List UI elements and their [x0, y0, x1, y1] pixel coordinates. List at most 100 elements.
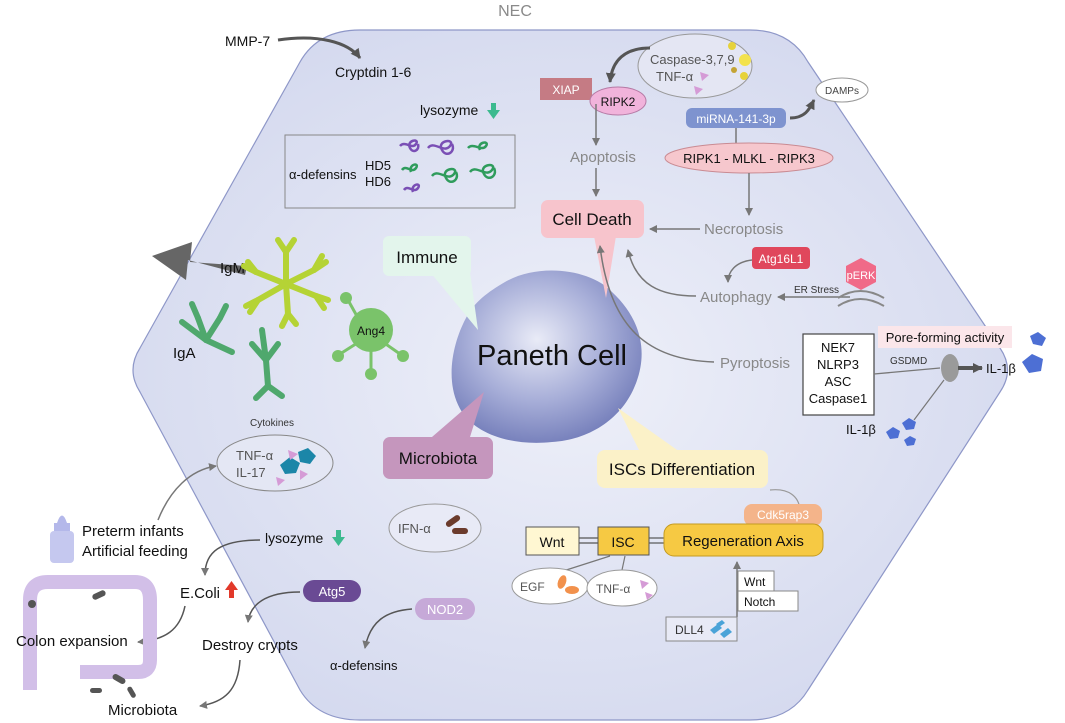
mmp7-label: MMP-7: [225, 33, 270, 49]
cytokine-tnf-label: TNF-α: [236, 448, 274, 463]
mmp7-arrow: [277, 36, 362, 59]
wnt-label: Wnt: [540, 534, 565, 550]
big-secretion-arrow: [152, 242, 247, 280]
lysozyme-bottom-down-arrow: [332, 530, 345, 546]
perk-icon: [837, 258, 885, 307]
mirna-bar: [686, 108, 786, 128]
iga-label: IgA: [173, 345, 196, 362]
lysozyme-down-arrow: [487, 103, 500, 119]
xiap-box: [540, 78, 592, 100]
microbiota-bubble: Microbiota: [383, 392, 493, 479]
tnf-isc-label: TNF-α: [596, 582, 630, 596]
nek7-label: NEK7: [821, 340, 855, 355]
pyroptosis-to-death-arrow: [596, 245, 715, 363]
nlrp3-label: NLRP3: [817, 357, 859, 372]
necroptosis-label: Necroptosis: [704, 221, 783, 238]
notch-signal-box: [737, 590, 799, 612]
ripk2-label: RIPK2: [601, 95, 636, 109]
lysozyme-bottom-label: lysozyme: [265, 530, 324, 546]
pore-forming-box: [878, 326, 1012, 348]
nod2-pill: [415, 598, 475, 620]
atg5-to-destroy-arrow: [244, 591, 301, 623]
ecoli-up-arrow: [225, 581, 238, 598]
cell-death-label: Cell Death: [552, 210, 631, 229]
immune-bubble: Immune: [383, 236, 478, 330]
caspase-to-ripk2-arrow: [605, 46, 651, 83]
damps-label: DAMPs: [825, 86, 859, 97]
iga-icon: [179, 301, 285, 401]
iscs-bubble: ISCs Differentiation: [597, 408, 768, 488]
hd5-label: HD5: [365, 158, 391, 173]
tnf-isc-icon: [640, 580, 653, 600]
caspase-ellipse: [637, 33, 753, 99]
microbiota-bubble-label: Microbiota: [399, 449, 478, 468]
pyroptosis-label: Pyroptosis: [720, 355, 790, 372]
egf-label: EGF: [520, 580, 545, 594]
baby-bottle-icon: [50, 515, 74, 563]
cdk5rap3-label: Cdk5rap3: [757, 508, 809, 522]
damps-ellipse: [815, 77, 869, 103]
destroy-to-microbiota-arrow: [199, 659, 241, 709]
autophagy-to-death-arrow: [625, 249, 697, 297]
isc-to-tnf-line: [621, 555, 626, 571]
ifn-label: IFN-α: [398, 521, 431, 536]
caspase-tnf-label: TNF-α: [656, 69, 694, 84]
mirna-to-damps-arrow: [789, 99, 816, 120]
cytokine-il17-label: IL-17: [236, 465, 266, 480]
nod2-label: NOD2: [427, 602, 463, 617]
cytokine-molecules-icon: [276, 448, 316, 486]
atg16l1-label: Atg16L1: [759, 252, 804, 266]
il1b-bottom-icon: [886, 418, 916, 446]
ifn-bacteria-icon: [445, 515, 468, 534]
igm-icon: [241, 237, 331, 329]
egf-icon: [557, 575, 579, 594]
gsdmd-line: [873, 367, 941, 375]
wnt-box: [525, 526, 580, 556]
isc-box: [597, 526, 650, 556]
caspase-molecules-icon: [694, 42, 751, 95]
ecoli-label: E.Coli: [180, 585, 220, 602]
nod2-to-defensins-arrow: [362, 608, 413, 649]
preterm-label: Preterm infants: [82, 523, 184, 540]
il1b-right-icon: [1022, 332, 1046, 373]
caspase-label: Caspase-3,7,9: [650, 52, 735, 67]
atg16l1-to-autophagy-arrow: [724, 259, 753, 283]
paneth-cell: [451, 270, 642, 443]
cytokines-label: Cytokines: [250, 418, 294, 429]
autophagy-label: Autophagy: [700, 289, 772, 306]
ripk-chain-label: RIPK1 - MLKL - RIPK3: [683, 151, 815, 166]
mirna-label: miRNA-141-3p: [696, 112, 776, 126]
defensins-label: α-defensins: [289, 167, 357, 182]
il1b-bottom-label: IL-1β: [846, 422, 876, 437]
ripk2-pill: [589, 86, 647, 116]
cdk5rap3-pill: [744, 504, 822, 526]
defensin-proteins-icon: [399, 139, 497, 193]
pore-to-il1b-line: [913, 379, 945, 421]
tnf-isc-ellipse: [586, 569, 658, 607]
cytokines-ellipse: [216, 434, 334, 492]
paneth-cell-label: Paneth Cell: [477, 340, 627, 372]
gsdmd-pore-icon: [941, 354, 959, 382]
ang4-icon: [332, 292, 409, 380]
isc-to-egf-line: [559, 555, 611, 573]
destroy-crypts-label: Destroy crypts: [202, 637, 298, 654]
regeneration-axis-box: [663, 523, 824, 557]
colon-expansion-label: Colon expansion: [16, 633, 128, 650]
colon-icon: [23, 575, 157, 690]
dll4-icon: [710, 620, 732, 638]
artificial-feeding-label: Artificial feeding: [82, 543, 188, 560]
ang4-label: Ang4: [357, 324, 385, 338]
iscs-differentiation-label: ISCs Differentiation: [609, 460, 755, 479]
bottom-defensins-label: α-defensins: [330, 658, 398, 673]
wnt-signal-label: Wnt: [744, 575, 766, 589]
preterm-to-cytokines-arrow: [157, 463, 217, 521]
er-stress-label: ER Stress: [794, 285, 839, 296]
microbiota-label: Microbiota: [108, 702, 178, 719]
inflammasome-box: [802, 333, 875, 416]
nec-title: NEC: [498, 3, 532, 20]
asc-label: ASC: [825, 374, 852, 389]
hd6-label: HD6: [365, 174, 391, 189]
perk-label: pERK: [847, 270, 876, 282]
caspase1-label: Caspase1: [809, 391, 868, 406]
il1b-right-label: IL-1β: [986, 361, 1016, 376]
